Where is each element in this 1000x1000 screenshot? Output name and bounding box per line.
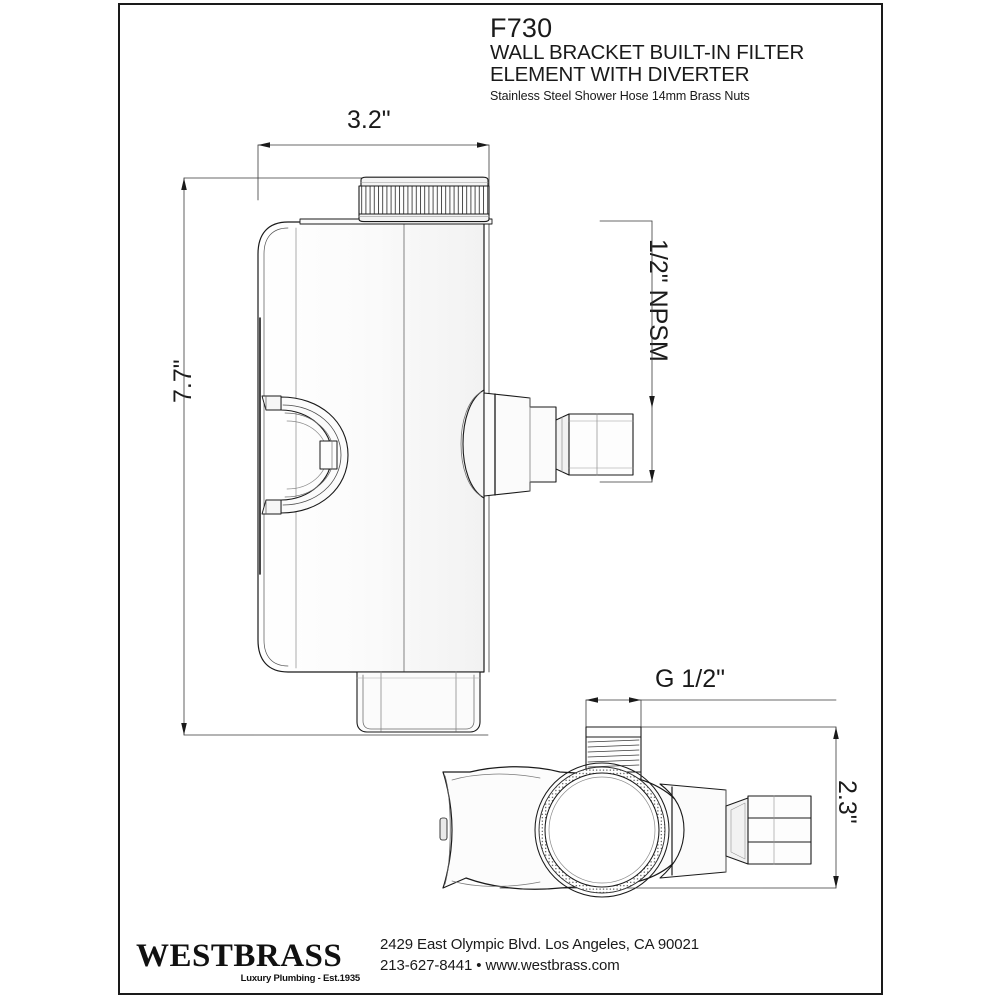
housing-outer-shell: [257, 221, 485, 673]
company-phone-website: 213-627-8441 • www.westbrass.com: [380, 957, 620, 974]
bottom-supply-connector: [356, 671, 481, 733]
product-subtitle: Stainless Steel Shower Hose 14mm Brass N…: [490, 89, 750, 104]
company-address: 2429 East Olympic Blvd. Los Angeles, CA …: [380, 936, 700, 954]
brand-wordmark: WESTBRASS: [136, 937, 343, 974]
plan-outlet-barrel: [659, 783, 727, 879]
main-view-front-elevation: [257, 176, 634, 733]
knurled-ring: [534, 762, 670, 898]
brand-logo: WESTBRASS Luxury Plumbing - Est.1935: [128, 937, 362, 984]
model-number: F730: [490, 13, 553, 43]
product-title-line-2: ELEMENT WITH DIVERTER: [490, 63, 750, 87]
dimension-label-inlet-thread: G 1/2": [655, 665, 726, 693]
diverter-outlet: [460, 389, 634, 499]
housing-left-inner-edge: [263, 227, 289, 667]
footer: WESTBRASS Luxury Plumbing - Est.1935 242…: [128, 925, 868, 987]
dimension-line-outlet-thread: [599, 220, 655, 483]
hose-holder-cradle: [261, 395, 349, 515]
company-contact-info: 2429 East Olympic Blvd. Los Angeles, CA …: [380, 935, 699, 976]
secondary-view-top-plan: [439, 726, 812, 898]
brand-tagline: Luxury Plumbing - Est.1935: [240, 972, 361, 984]
title-block: F730 WALL BRACKET BUILT-IN FILTER ELEMEN…: [490, 13, 870, 104]
dimension-label-width-top: 3.2": [347, 106, 391, 134]
hex-nut-outlet: [747, 795, 812, 865]
product-title-line-1: WALL BRACKET BUILT-IN FILTER: [490, 41, 805, 65]
knurled-filter-cap: [358, 176, 490, 223]
